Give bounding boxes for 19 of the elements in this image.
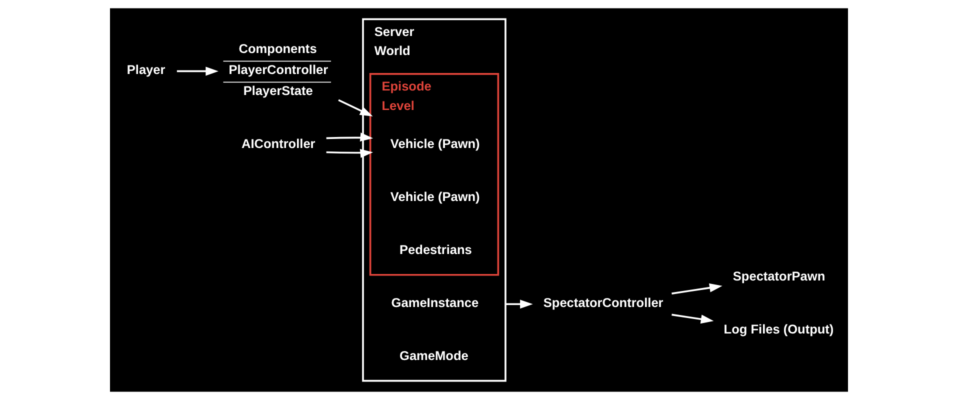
node-text: SpectatorController (543, 295, 664, 310)
arrow (672, 283, 722, 294)
arrow (326, 132, 374, 142)
arrow (506, 300, 533, 309)
node-text: GameInstance (391, 295, 479, 310)
node-text: Player (126, 62, 166, 78)
node-text: Log Files (Output) (724, 322, 834, 337)
node-label: PlayerState (243, 83, 313, 98)
node-text: Vehicle (Pawn) (390, 136, 480, 152)
arrow (326, 148, 374, 158)
arrow (338, 99, 373, 116)
node-text: Pedestrians (400, 242, 472, 258)
node-text: AIController (242, 136, 316, 152)
node-label: Components (238, 41, 317, 56)
node-text: GameMode (400, 348, 468, 364)
node-text: SpectatorPawn (732, 268, 826, 284)
node-text: Vehicle (Pawn) (390, 189, 480, 204)
arrow (672, 314, 714, 324)
arrow (176, 66, 218, 76)
